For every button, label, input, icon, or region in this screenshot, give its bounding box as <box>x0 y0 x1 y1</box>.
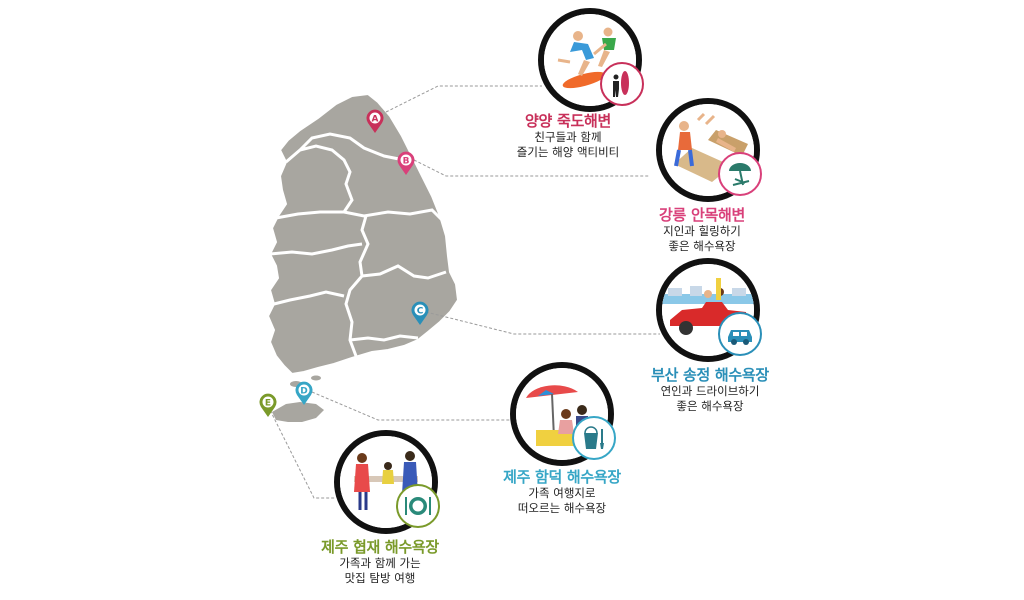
destination-desc-line2: 좋은 해수욕장 <box>676 399 744 413</box>
pin-center <box>298 384 310 396</box>
car-badge <box>718 312 762 356</box>
beach-umbrella-badge <box>718 152 762 196</box>
sand-bucket-badge <box>572 416 616 460</box>
destination-desc-line1: 친구들과 함께 <box>534 130 602 144</box>
map-pin-D[interactable]: D <box>294 380 314 406</box>
destination-desc-line2: 즐기는 해양 액티비티 <box>516 145 620 159</box>
leader-line-B <box>413 159 650 177</box>
leader-line-A <box>385 85 542 113</box>
pin-letter: C <box>417 307 424 317</box>
destination-photo-B <box>656 98 760 202</box>
pin-center <box>369 112 381 124</box>
destination-title: 제주 협재 해수욕장 <box>321 538 439 556</box>
destination-title: 제주 함덕 해수욕장 <box>503 468 621 486</box>
destination-label-E: 제주 협재 해수욕장 가족과 함께 가는 맛집 탐방 여행 <box>306 538 454 586</box>
leader-line-D <box>311 391 514 421</box>
map-pin-C[interactable]: C <box>410 300 430 326</box>
destination-title: 양양 죽도해변 <box>525 112 611 130</box>
pin-center <box>414 304 426 316</box>
dining-plate-badge <box>396 484 440 528</box>
destination-desc-line2: 좋은 해수욕장 <box>668 239 736 253</box>
island <box>311 375 321 381</box>
destination-desc-line1: 가족 여행지로 <box>528 486 596 500</box>
destination-title: 부산 송정 해수욕장 <box>651 366 769 384</box>
surfboard-icon <box>613 71 629 97</box>
pin-letter: A <box>372 115 379 125</box>
destination-desc-line1: 연인과 드라이브하기 <box>660 384 760 398</box>
destination-label-B: 강릉 안목해변 지인과 힐링하기 좋은 해수욕장 <box>636 206 768 254</box>
destination-label-A: 양양 죽도해변 친구들과 함께 즐기는 해양 액티비티 <box>502 112 634 160</box>
destination-desc-line1: 지인과 힐링하기 <box>663 224 741 238</box>
pin-center <box>400 154 412 166</box>
destination-desc-line2: 떠오르는 해수욕장 <box>517 501 607 515</box>
sunbathers-scene <box>662 104 754 196</box>
pin-letter: B <box>403 157 410 167</box>
destination-label-C: 부산 송정 해수욕장 연인과 드라이브하기 좋은 해수욕장 <box>636 366 784 414</box>
map-pin-B[interactable]: B <box>396 150 416 176</box>
pin-letter: D <box>300 387 307 397</box>
mainland <box>266 92 460 376</box>
destination-label-D: 제주 함덕 해수욕장 가족 여행지로 떠오르는 해수욕장 <box>488 468 636 516</box>
leader-lines <box>267 85 660 499</box>
map-pin-A[interactable]: A <box>365 108 385 134</box>
pin-center <box>262 396 274 408</box>
sand-bucket-icon <box>584 426 604 449</box>
dining-plate-icon <box>405 497 431 515</box>
surfboard-badge <box>600 62 644 106</box>
destination-title: 강릉 안목해변 <box>659 206 745 224</box>
province-borders <box>269 132 447 357</box>
pin-letter: E <box>265 399 271 409</box>
jeju-island <box>272 402 324 422</box>
car-icon <box>728 330 752 345</box>
leader-line-E <box>267 405 336 499</box>
jeju-shape <box>272 402 324 422</box>
leader-line-C <box>425 311 660 335</box>
destination-desc-line2: 맛집 탐방 여행 <box>344 571 416 585</box>
map-pin-E[interactable]: E <box>258 392 278 418</box>
beach-umbrella-chair-icon <box>729 163 751 186</box>
destination-desc-line1: 가족과 함께 가는 <box>339 556 421 570</box>
